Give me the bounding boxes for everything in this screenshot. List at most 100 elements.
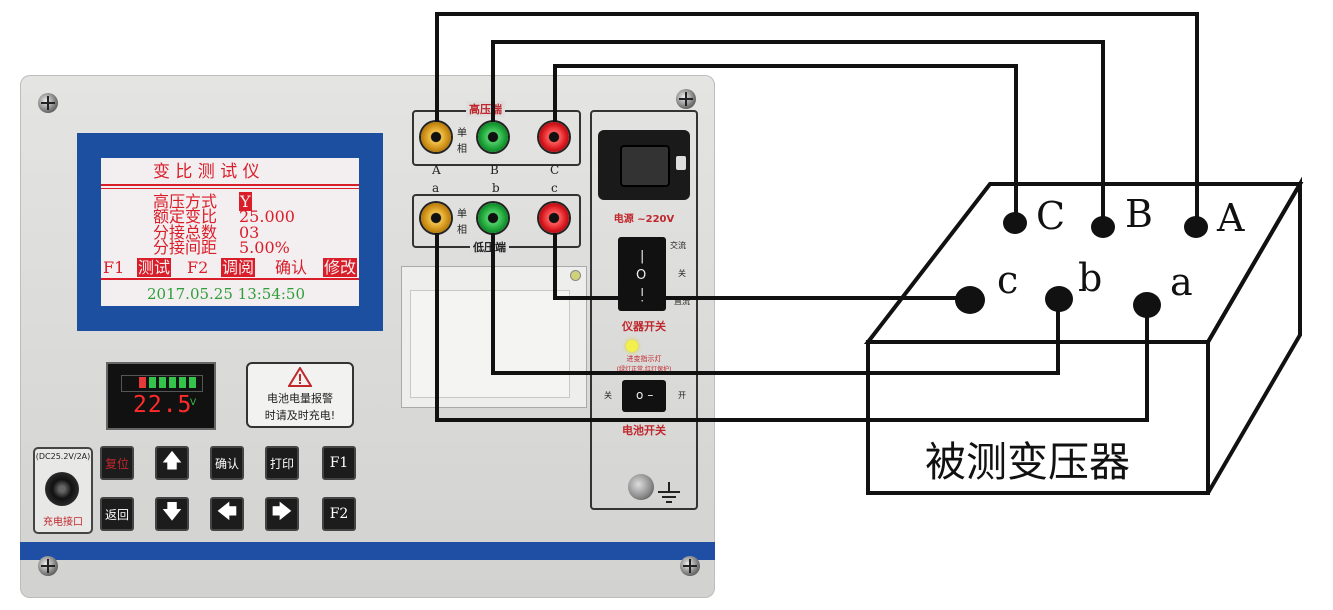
lv-label-a: a [432, 181, 440, 195]
switch-mark-icon: | [640, 287, 645, 302]
switch-mark-icon: o– [636, 388, 658, 402]
instrument-switch-label: 仪器开关 [622, 320, 666, 333]
wire-lv-c [553, 233, 970, 300]
hv-label-c: C [550, 163, 560, 177]
battery-gauge-icon [121, 375, 203, 392]
lv-terminal-c[interactable] [539, 203, 569, 233]
lcd-row-value: 03 [239, 223, 260, 242]
print-button[interactable]: 打印 [265, 446, 299, 480]
hv-label-a: A [432, 163, 441, 177]
switch-dc-label: 直流 [674, 297, 690, 306]
screw-icon [38, 93, 58, 113]
status-led-icon [626, 340, 638, 352]
right-arrow-button[interactable]: 🡆 [265, 497, 299, 531]
warning-line-1: 电池电量报警 [267, 392, 333, 405]
transformer-terminal-b-lower [1045, 286, 1073, 312]
indicator-note: (绿灯正常,红灯保护) [616, 366, 672, 373]
power-column [590, 110, 698, 510]
transformer-hv-label-b: B [1125, 192, 1153, 236]
confirm-button[interactable]: 确认 [210, 446, 244, 480]
lcd-title: 变 比 测 试 仪 [153, 162, 260, 182]
lv-title: 低压端 [470, 239, 509, 255]
single-phase-label: 单 [457, 128, 467, 139]
fuse-icon [676, 156, 686, 170]
transformer-terminal-a-lower [1133, 292, 1161, 318]
wire-hv-a [435, 12, 1199, 222]
hv-terminal-c[interactable] [539, 122, 569, 152]
lcd-menu-confirm: 确认 [275, 258, 308, 277]
lv-label-b: b [492, 181, 500, 195]
lcd-row-label: 高压方式 [153, 192, 218, 211]
single-phase-label: 单 [457, 209, 467, 220]
ground-terminal[interactable] [628, 474, 654, 500]
up-arrow-button[interactable]: 🡅 [155, 446, 189, 480]
f1-button[interactable]: F1 [322, 446, 356, 480]
transformer-lv-label-b: b [1078, 256, 1103, 300]
back-button[interactable]: 返回 [100, 497, 134, 531]
battery-warning-label: 电池电量报警 时请及时充电! [246, 362, 354, 428]
single-phase-label: 相 [457, 144, 467, 155]
battery-unit: V [190, 398, 197, 408]
lcd-menu-view: 调阅 [221, 258, 256, 277]
switch-mark-icon: | [640, 249, 645, 264]
lcd-row-label: 分接间距 [153, 238, 218, 257]
switch-ac-label: 交流 [670, 241, 686, 250]
lcd-menu-f2: F2 [187, 258, 209, 277]
warning-icon [288, 367, 312, 387]
power-plug-icon[interactable] [620, 145, 670, 187]
printer-led-icon [570, 270, 581, 281]
indicator-label: 进变指示灯 [626, 355, 662, 363]
charge-port[interactable] [45, 472, 79, 506]
screw-icon [680, 556, 700, 576]
lcd-row-label: 额定变比 [153, 207, 218, 226]
lcd-screen: 变 比 测 试 仪 高压方式 Y 额定变比 25.000 分接总数 03 分接间… [101, 158, 359, 306]
hv-terminal-b[interactable] [478, 122, 508, 152]
wire-lv-b [491, 233, 1060, 375]
screw-icon [38, 556, 58, 576]
lcd-row-value: 25.000 [239, 207, 295, 226]
transformer-lv-label-a: a [1170, 260, 1193, 304]
warning-line-2: 时请及时充电! [264, 409, 336, 422]
hv-terminal-a[interactable] [421, 122, 451, 152]
down-arrow-button[interactable]: 🡇 [155, 497, 189, 531]
switch-off-label: 关 [678, 269, 686, 278]
lv-terminal-a[interactable] [421, 203, 451, 233]
left-arrow-button[interactable]: 🡄 [210, 497, 244, 531]
lcd-datetime: 2017.05.25 13:54:50 [147, 285, 306, 303]
transformer-terminal-c-lower [955, 286, 985, 314]
transformer-label: 被测变压器 [925, 438, 1130, 486]
f2-button[interactable]: F2 [322, 497, 356, 531]
socket-label: 电源 ~220V [613, 214, 675, 225]
battery-meter [106, 362, 216, 430]
lcd-menu-f1: F1 [103, 258, 125, 277]
reset-button[interactable]: 复位 [100, 446, 134, 480]
lcd-row-value: 5.00% [239, 238, 290, 257]
battery-switch-on-label: 开 [678, 391, 686, 400]
battery-switch[interactable] [622, 380, 666, 412]
panel-blue-stripe [20, 542, 715, 560]
transformer-lv-label-c: c [997, 258, 1019, 302]
battery-voltage: 22.5 [133, 392, 193, 418]
battery-switch-label: 电池开关 [622, 424, 666, 437]
charge-spec: (DC25.2V/2A) [35, 452, 91, 461]
lcd-row-label: 分接总数 [153, 223, 218, 242]
lv-terminal-b[interactable] [478, 203, 508, 233]
single-phase-label: 相 [457, 225, 467, 236]
lv-label-c: c [551, 181, 558, 195]
lcd-row-value: Y [239, 192, 252, 211]
wire-lv-a [435, 233, 1149, 422]
lcd-menu-modify: 修改 [323, 258, 358, 277]
screw-icon [676, 89, 696, 109]
wire-hv-b [491, 40, 1105, 222]
transformer-hv-label-a: A [1217, 196, 1245, 240]
battery-switch-off-label: 关 [604, 391, 612, 400]
transformer-terminal-c-upper [1003, 212, 1027, 234]
ground-icon [658, 482, 680, 503]
wire-hv-c [553, 64, 1018, 218]
transformer-hv-label-c: C [1036, 194, 1066, 238]
hv-label-b: B [490, 163, 499, 177]
transformer-terminal-b-upper [1091, 216, 1115, 238]
switch-mark-icon: O [636, 268, 647, 283]
transformer-box [863, 176, 1304, 495]
